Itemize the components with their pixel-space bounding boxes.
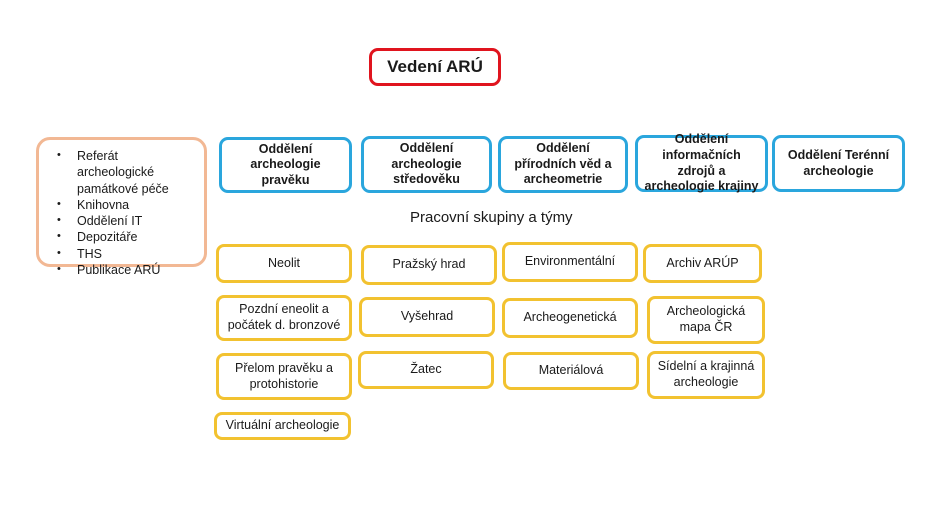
group-box: Pražský hrad	[361, 245, 497, 285]
group-label: Sídelní a krajinná archeologie	[657, 359, 755, 389]
department-box: Oddělení archeologie středověku	[361, 136, 492, 193]
bullet-icon: •	[57, 197, 61, 210]
group-box: Materiálová	[503, 352, 639, 390]
group-label: Environmentální	[524, 254, 616, 269]
bullet-icon: •	[57, 262, 61, 275]
bullet-icon: •	[57, 230, 61, 243]
group-box: Přelom pravěku a protohistorie	[216, 353, 352, 400]
group-box: Archeologická mapa ČR	[647, 296, 765, 344]
group-label: Materiálová	[538, 363, 604, 378]
group-label: Archeologická mapa ČR	[666, 304, 746, 334]
department-box: Oddělení informačních zdrojů a archeolog…	[635, 132, 768, 194]
service-units-box: •Referát archeologické památkové péče •K…	[36, 137, 207, 277]
group-box: Archeogenetická	[502, 298, 638, 338]
service-units-list: •Referát archeologické památkové péče •K…	[39, 140, 204, 278]
list-item: •Publikace ARÚ	[57, 262, 161, 277]
department-box: Oddělení Terénní archeologie	[772, 135, 905, 192]
group-box: Virtuální archeologie	[214, 412, 351, 440]
department-box: Oddělení přírodních věd a archeometrie	[498, 136, 628, 193]
group-label: Přelom pravěku a protohistorie	[235, 360, 333, 391]
group-box: Žatec	[358, 351, 494, 389]
group-label: Žatec	[410, 362, 442, 377]
leadership-box: Vedení ARÚ	[369, 48, 501, 86]
group-box: Vyšehrad	[359, 297, 495, 337]
bullet-icon: •	[57, 149, 61, 161]
department-label: Oddělení archeologie pravěku	[250, 141, 321, 187]
leadership-label: Vedení ARÚ	[387, 57, 483, 77]
department-label: Oddělení Terénní archeologie	[787, 147, 890, 178]
group-label: Vyšehrad	[400, 309, 454, 324]
list-item: •Referát archeologické památkové péče	[57, 149, 169, 196]
group-box: Sídelní a krajinná archeologie	[647, 351, 765, 399]
groups-heading: Pracovní skupiny a týmy	[410, 209, 573, 226]
group-label: Pražský hrad	[392, 257, 466, 272]
group-label: Neolit	[268, 255, 300, 270]
group-box: Archiv ARÚP	[643, 244, 762, 283]
list-item: •THS	[57, 246, 102, 261]
list-item: •Oddělení IT	[57, 214, 143, 228]
bullet-icon: •	[57, 214, 61, 226]
list-item: •Depozitáře	[57, 230, 138, 245]
department-box: Oddělení archeologie pravěku	[219, 137, 352, 193]
group-label: Virtuální archeologie	[225, 418, 340, 433]
bullet-icon: •	[57, 246, 61, 259]
department-label: Oddělení archeologie středověku	[391, 141, 462, 187]
group-label: Pozdní eneolit a počátek d. bronzové	[227, 302, 341, 332]
group-box: Pozdní eneolit a počátek d. bronzové	[216, 295, 352, 341]
department-label: Oddělení přírodních věd a archeometrie	[514, 141, 612, 187]
group-box: Environmentální	[502, 242, 638, 282]
group-label: Archiv ARÚP	[666, 255, 739, 270]
group-box: Neolit	[216, 244, 352, 283]
list-item: •Knihovna	[57, 197, 130, 212]
group-label: Archeogenetická	[523, 310, 617, 325]
department-label: Oddělení informačních zdrojů a archeolog…	[644, 132, 759, 194]
